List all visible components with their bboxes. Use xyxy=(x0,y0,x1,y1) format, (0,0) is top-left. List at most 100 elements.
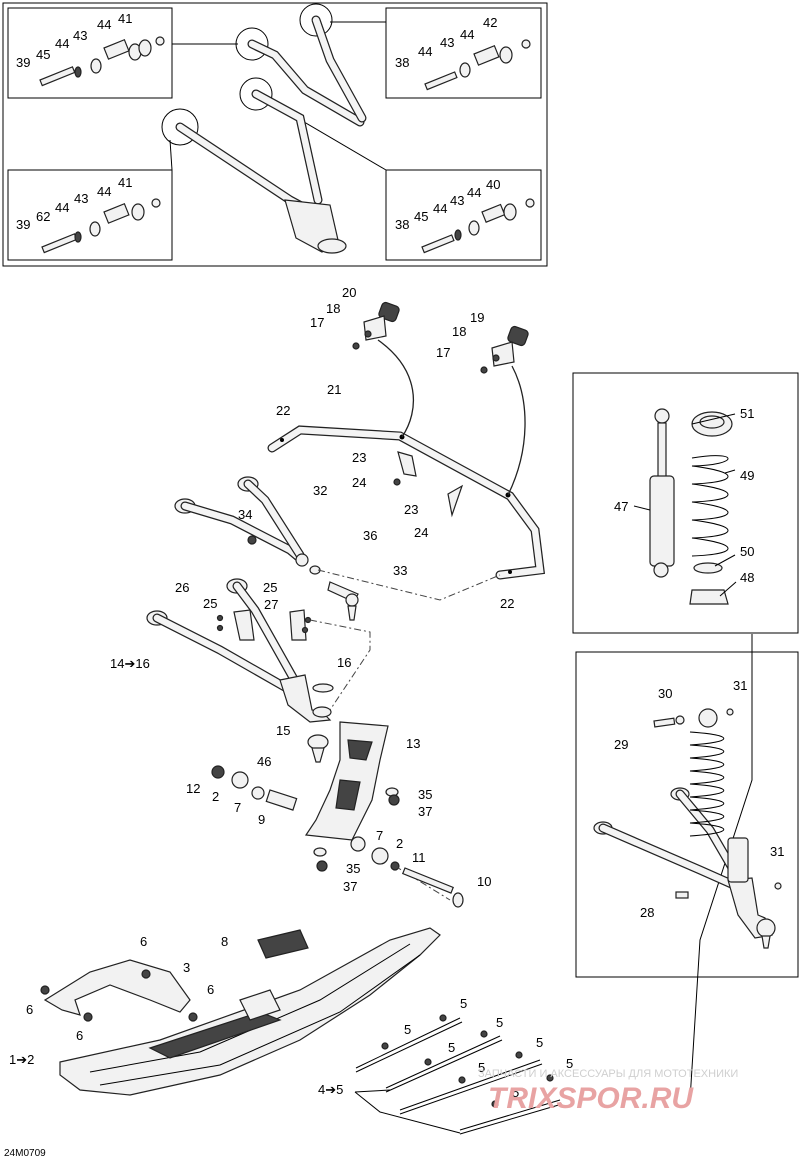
callout-24: 24 xyxy=(414,525,428,540)
tie-rod-end xyxy=(317,569,501,621)
callout-2: 2 xyxy=(212,789,219,804)
callout-46: 46 xyxy=(257,754,271,769)
callout-29: 29 xyxy=(614,737,628,752)
callout-10: 10 xyxy=(477,874,491,889)
callout-42: 42 xyxy=(483,15,497,30)
shock-components-panel xyxy=(572,372,799,634)
callout-50: 50 xyxy=(740,544,754,559)
callout-35: 35 xyxy=(346,861,360,876)
callout-38: 38 xyxy=(395,55,409,70)
bushing-kit-top-right xyxy=(424,39,531,91)
callout-17: 17 xyxy=(436,345,450,360)
callout-44: 44 xyxy=(97,17,111,32)
callout-47: 47 xyxy=(614,499,628,514)
callout-14-16: 14➔16 xyxy=(110,656,150,671)
callout-33: 33 xyxy=(393,563,407,578)
callout-44: 44 xyxy=(467,185,481,200)
callout-45: 45 xyxy=(36,47,50,62)
callout-41: 41 xyxy=(118,175,132,190)
callout-38: 38 xyxy=(395,217,409,232)
diagram-code: 24M0709 xyxy=(4,1148,46,1159)
callout-26: 26 xyxy=(175,580,189,595)
spindle-assembly xyxy=(211,721,464,908)
bushing-kit-bottom-right xyxy=(421,198,535,254)
callout-37: 37 xyxy=(343,879,357,894)
callout-32: 32 xyxy=(313,483,327,498)
callout-44: 44 xyxy=(55,200,69,215)
callout-51: 51 xyxy=(740,406,754,421)
callout-45: 45 xyxy=(414,209,428,224)
sway-bar-assembly xyxy=(267,301,546,580)
callout-23: 23 xyxy=(404,502,418,517)
callout-44: 44 xyxy=(433,201,447,216)
callout-62: 62 xyxy=(36,209,50,224)
callout-2: 2 xyxy=(396,836,403,851)
callout-44: 44 xyxy=(460,27,474,42)
callout-22: 22 xyxy=(276,403,290,418)
callout-43: 43 xyxy=(74,191,88,206)
callout-49: 49 xyxy=(740,468,754,483)
callout-22: 22 xyxy=(500,596,514,611)
callout-5: 5 xyxy=(536,1035,543,1050)
inset-box-top-right xyxy=(385,7,542,99)
callout-16: 16 xyxy=(337,655,351,670)
inset-box-bottom-left xyxy=(7,169,173,261)
upper-a-arm xyxy=(161,3,367,254)
callout-48: 48 xyxy=(740,570,754,585)
callout-19: 19 xyxy=(470,310,484,325)
upper-a-arm-main xyxy=(174,476,321,575)
callout-25: 25 xyxy=(203,596,217,611)
callout-23: 23 xyxy=(352,450,366,465)
watermark-line2: TRIXSPOR.RU xyxy=(488,1082,694,1115)
callout-28: 28 xyxy=(640,905,654,920)
shock-box xyxy=(572,372,799,634)
bushing-kit-bottom-left xyxy=(41,198,161,254)
callout-44: 44 xyxy=(97,184,111,199)
callout-7: 7 xyxy=(234,800,241,815)
callout-6: 6 xyxy=(76,1028,83,1043)
callout-36: 36 xyxy=(363,528,377,543)
callout-41: 41 xyxy=(118,11,132,26)
callout-44: 44 xyxy=(418,44,432,59)
callout-6: 6 xyxy=(26,1002,33,1017)
callout-4-5: 4➔5 xyxy=(318,1082,343,1097)
callout-5: 5 xyxy=(496,1015,503,1030)
callout-17: 17 xyxy=(310,315,324,330)
callout-27: 27 xyxy=(264,597,278,612)
lower-a-arm-main xyxy=(146,578,371,723)
callout-5: 5 xyxy=(566,1056,573,1071)
callout-3: 3 xyxy=(183,960,190,975)
callout-39: 39 xyxy=(16,55,30,70)
callout-20: 20 xyxy=(342,285,356,300)
callout-5: 5 xyxy=(512,1085,519,1100)
bushing-kit-top-left xyxy=(39,36,165,87)
callout-9: 9 xyxy=(258,812,265,827)
inset-box-bottom-right xyxy=(385,169,542,261)
callout-5: 5 xyxy=(478,1060,485,1075)
callout-13: 13 xyxy=(406,736,420,751)
callout-1-2: 1➔2 xyxy=(9,1052,34,1067)
watermark-line1: ЗАПЧАСТИ И АКСЕССУАРЫ ДЛЯ МОТОТЕХНИКИ xyxy=(478,1068,738,1080)
callout-6: 6 xyxy=(207,982,214,997)
callout-21: 21 xyxy=(327,382,341,397)
callout-labels: 41 44 43 44 45 39 42 44 43 44 38 41 44 4… xyxy=(9,11,784,1100)
callout-6: 6 xyxy=(140,934,147,949)
callout-30: 30 xyxy=(658,686,672,701)
callout-35: 35 xyxy=(418,787,432,802)
ski-assembly xyxy=(40,927,441,1096)
callout-34: 34 xyxy=(238,507,252,522)
callout-31: 31 xyxy=(770,844,784,859)
callout-43: 43 xyxy=(73,28,87,43)
runner-assembly xyxy=(354,1014,563,1135)
callout-43: 43 xyxy=(450,193,464,208)
callout-8: 8 xyxy=(221,934,228,949)
callout-43: 43 xyxy=(440,35,454,50)
callout-5: 5 xyxy=(460,996,467,1011)
callout-7: 7 xyxy=(376,828,383,843)
callout-24: 24 xyxy=(352,475,366,490)
callout-25: 25 xyxy=(263,580,277,595)
upper-a-arm-panel xyxy=(2,2,548,267)
callout-31: 31 xyxy=(733,678,747,693)
callout-18: 18 xyxy=(326,301,340,316)
